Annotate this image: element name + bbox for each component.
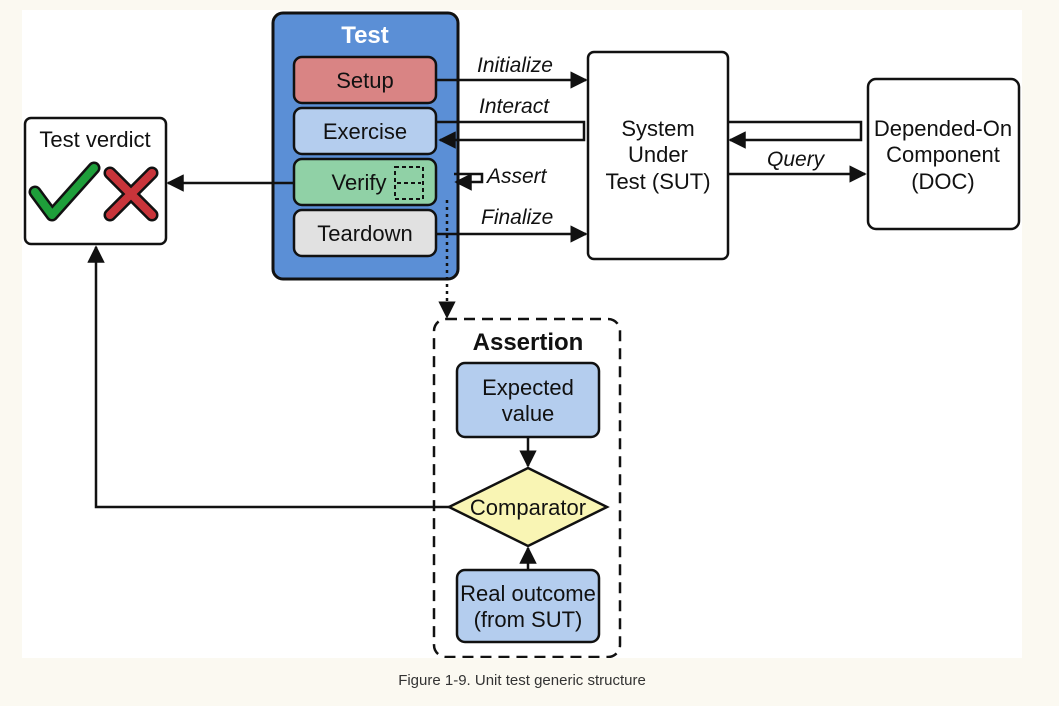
teardown-phase: Teardown [292,208,438,258]
expected-value-box: Expected value [455,361,601,439]
verify-assertion-slot [394,166,424,200]
comparator-diamond: Comparator [446,466,610,548]
teardown-label: Teardown [317,221,412,246]
doc-line-2: Component [886,142,1000,167]
sut-box: System Under Test (SUT) [586,50,730,261]
finalize-label: Finalize [481,206,553,229]
assertion-container: Assertion Expected value Comparator Real… [432,317,622,658]
assert-arrow [454,172,484,191]
doc-line-1: Depended-On [874,116,1012,141]
interact-arrow [437,120,586,149]
test-verdict-title: Test verdict [39,127,150,152]
sut-line-3: Test (SUT) [605,169,710,194]
setup-phase: Setup [292,55,438,105]
assert-label: Assert [485,165,548,188]
setup-label: Setup [336,68,394,93]
assertion-box [432,317,622,658]
doc-box: Depended-On Component (DOC) [866,77,1021,231]
comparator-to-verdict-arrow [87,245,449,509]
verify-phase: Verify [292,157,438,207]
doc-interact-arrow [728,120,863,149]
expected-line-1: Expected [482,375,574,400]
verify-label: Verify [331,170,386,195]
doc-line-3: (DOC) [911,169,975,194]
sut-line-1: System [621,116,694,141]
diagram-canvas: Test Setup Exercise Verify Teardown Syst… [22,10,1022,658]
expected-line-2: value [502,401,555,426]
real-outcome-box: Real outcome (from SUT) [455,568,601,644]
comparator-label: Comparator [470,495,586,520]
exercise-label: Exercise [323,119,407,144]
test-title: Test [341,22,389,49]
assertion-title: Assertion [473,329,584,356]
test-container: Test Setup Exercise Verify Teardown [271,11,460,281]
exercise-phase: Exercise [292,106,438,156]
check-icon [31,164,98,219]
cross-icon [103,166,159,222]
real-line-2: (from SUT) [474,607,583,632]
interact-label: Interact [479,95,550,118]
initialize-label: Initialize [477,54,553,77]
unit-test-diagram: Test Setup Exercise Verify Teardown Syst… [23,11,1021,658]
query-label: Query [767,148,826,171]
figure-caption: Figure 1-9. Unit test generic structure [398,672,646,689]
test-verdict-box: Test verdict [23,116,168,246]
sut-line-2: Under [628,142,688,167]
real-line-1: Real outcome [460,581,596,606]
